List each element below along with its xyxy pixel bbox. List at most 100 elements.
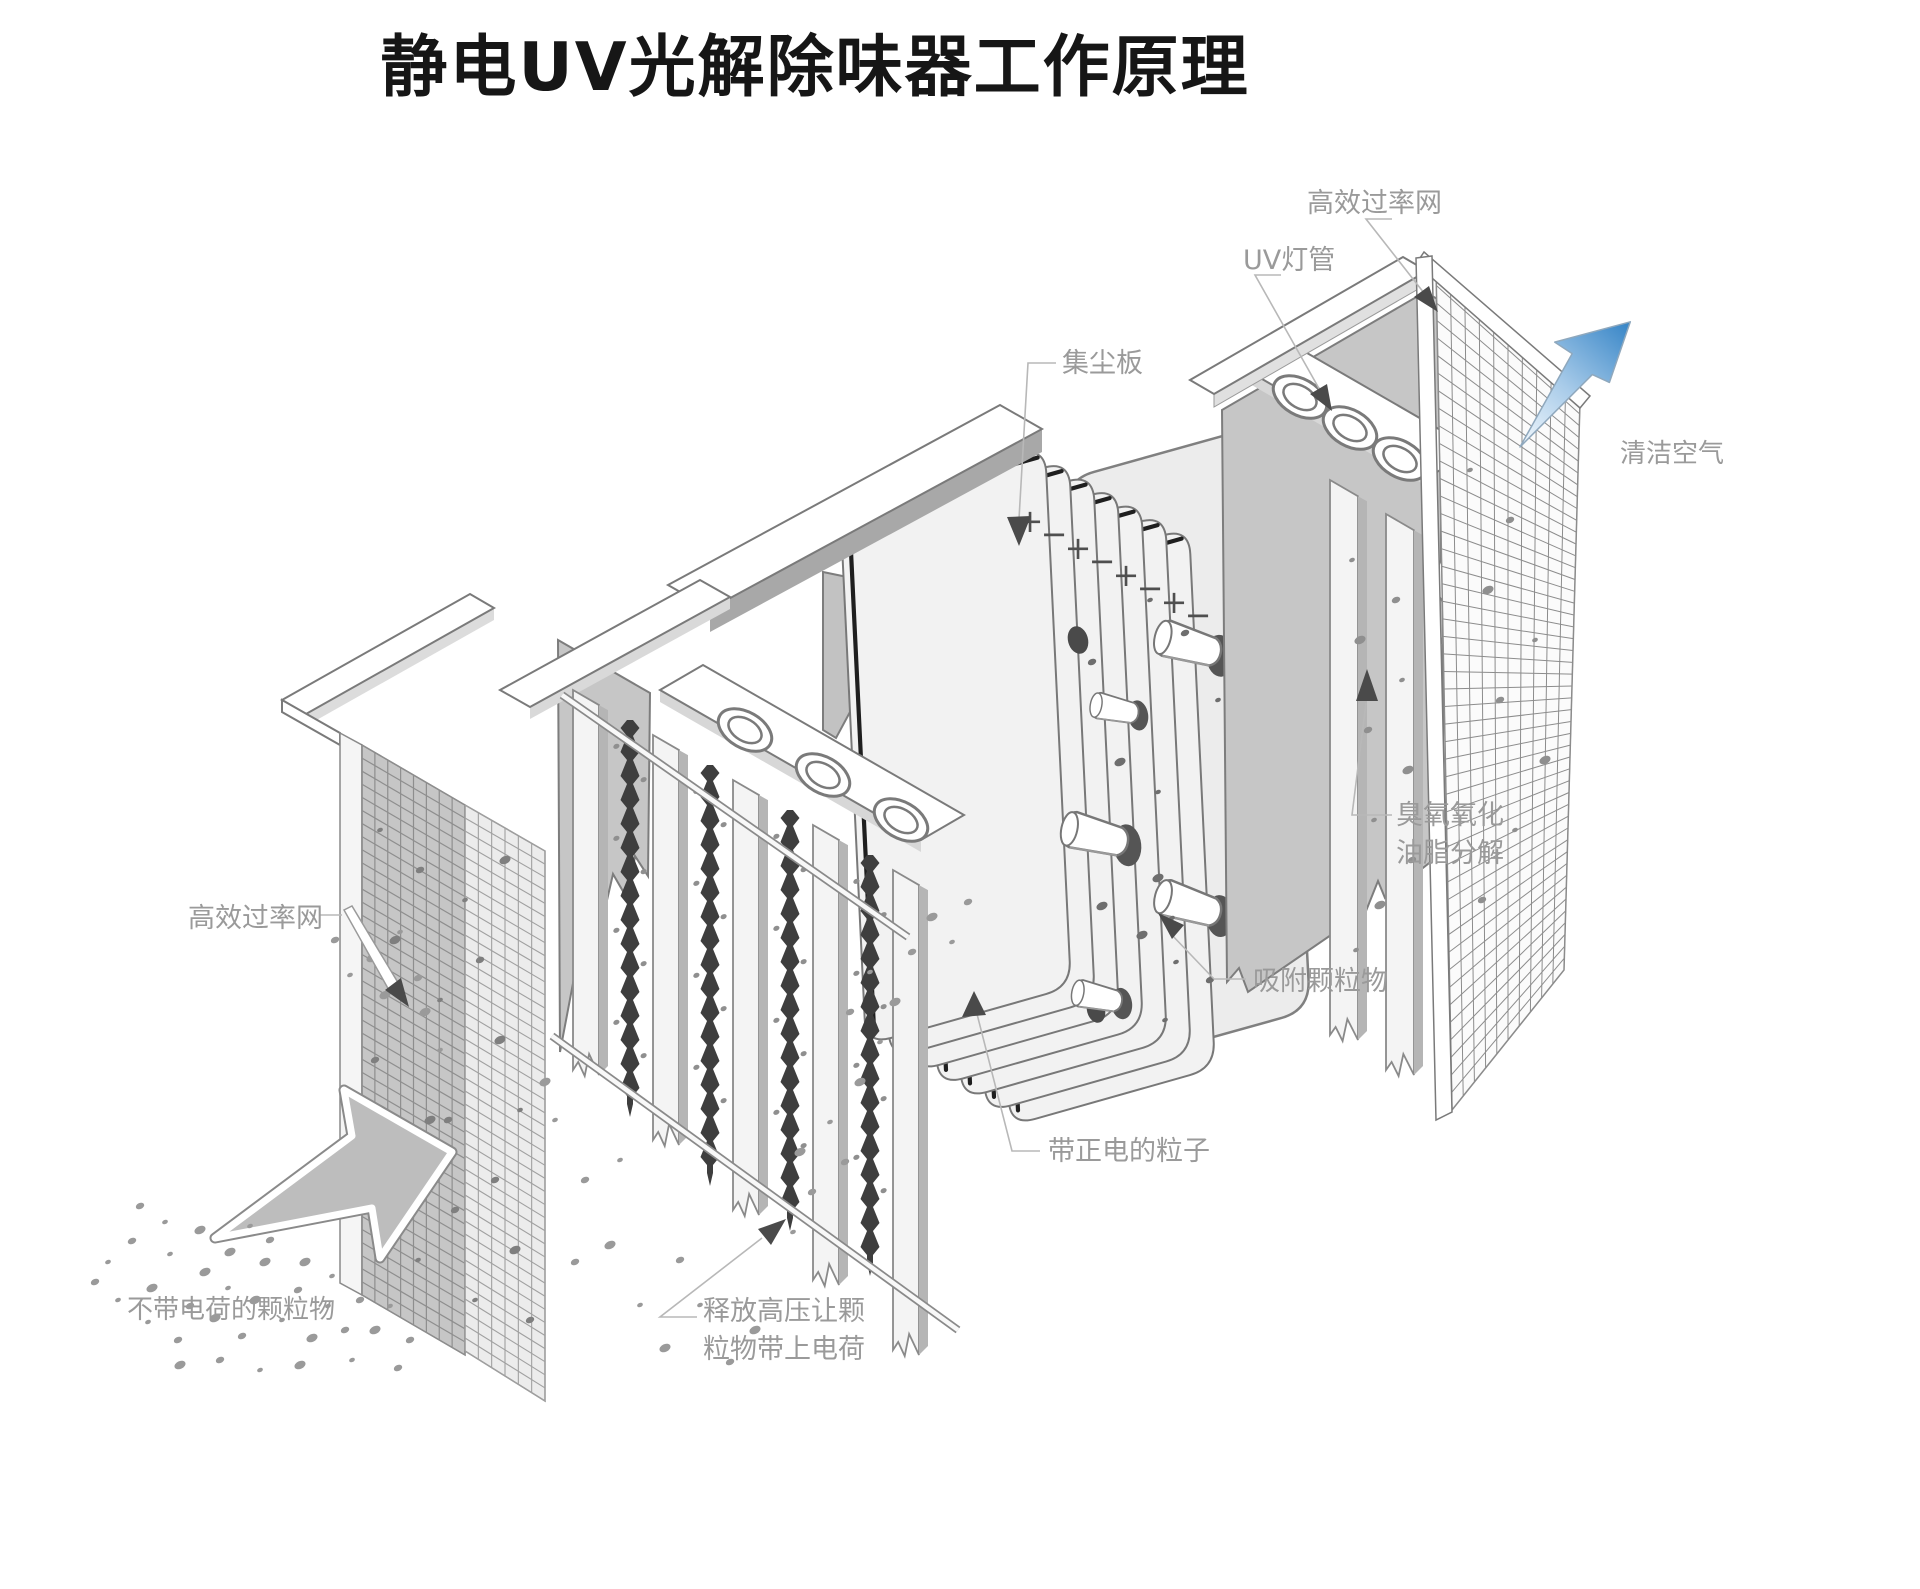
dust-particle — [1087, 658, 1097, 666]
dust-particle — [926, 912, 938, 922]
ion-particles — [613, 743, 887, 1194]
ionizer-channels — [572, 688, 928, 1359]
dust-particle — [1467, 467, 1473, 473]
dust-particle — [167, 1251, 173, 1257]
dust-particle — [405, 1336, 415, 1344]
channel-side — [839, 840, 848, 1285]
dust-particle — [845, 1008, 855, 1016]
dust-particle — [225, 1285, 231, 1291]
dust-particle — [1349, 557, 1355, 563]
channel-strip — [732, 778, 760, 1219]
mesh-grid-line — [1541, 375, 1552, 999]
frame-shadow — [306, 608, 494, 726]
channel-strip — [1329, 478, 1359, 1044]
dust-particle — [1096, 901, 1108, 911]
ion-dot — [640, 777, 647, 783]
channel-side — [1358, 496, 1367, 1040]
ion-dot — [613, 743, 620, 749]
high-voltage-rods — [549, 691, 961, 1334]
dust-particle — [237, 1332, 247, 1340]
dust-particle — [637, 1302, 643, 1308]
mesh-grid-line — [1518, 348, 1523, 1027]
dust-particle — [1155, 789, 1161, 795]
dust-particle — [419, 1007, 431, 1017]
dust-particle — [949, 939, 955, 945]
dust-particle — [570, 1258, 580, 1266]
dust-particle — [1363, 726, 1373, 734]
charge-sign: + — [1161, 583, 1188, 621]
dust-particle — [867, 969, 873, 975]
dust-particle — [415, 1257, 421, 1263]
channel-side — [599, 705, 608, 1075]
dust-particle — [199, 1267, 211, 1277]
label-discharge-1: 释放高压让颗 — [703, 1296, 865, 1327]
dust-particle — [1539, 755, 1551, 765]
dust-particle — [135, 1202, 145, 1210]
uncharged-dust-cluster — [90, 929, 443, 1373]
dust-particle — [1173, 959, 1179, 965]
charged-dust-trail — [790, 898, 973, 1235]
ion-dot — [693, 880, 700, 886]
dust-particle — [963, 898, 973, 906]
mesh-grid-line — [1529, 361, 1538, 1013]
ion-dot — [773, 833, 780, 839]
leader-positive — [976, 1013, 1040, 1152]
dust-particle — [247, 1223, 253, 1229]
dust-particle — [659, 1343, 671, 1353]
dust-particle — [1477, 896, 1487, 904]
ion-dot — [853, 1062, 860, 1068]
mesh-grid-line — [1563, 401, 1581, 971]
frame-beam — [279, 592, 497, 716]
ion-dot — [613, 927, 620, 933]
mesh-grid-line — [1552, 388, 1567, 985]
dust-particle — [1512, 827, 1518, 833]
channel-side — [759, 795, 768, 1215]
dust-particle — [329, 1273, 335, 1279]
dust-particle — [1205, 976, 1215, 984]
dust-particle — [194, 1225, 206, 1235]
dust-particle — [1215, 697, 1221, 703]
charge-sign: − — [1089, 542, 1116, 580]
dust-particle — [389, 935, 401, 945]
ion-dot — [773, 925, 780, 931]
hepa-speckles — [1467, 467, 1551, 904]
dust-particle — [749, 1325, 761, 1335]
corona-electrodes — [620, 720, 880, 1276]
channel-strip — [812, 823, 840, 1289]
dust-particle — [475, 956, 485, 964]
pointer-icon — [962, 991, 986, 1017]
dust-particle — [889, 997, 901, 1007]
ion-dot — [640, 1053, 647, 1059]
pointer-icon — [1007, 516, 1031, 546]
ion-dot — [773, 1017, 780, 1023]
ion-dot — [613, 835, 620, 841]
ionizer-ring-bar — [658, 663, 966, 852]
leader-adsorb — [1169, 932, 1246, 980]
dust-particle — [1353, 947, 1359, 953]
dust-particle — [185, 1302, 195, 1310]
dust-particle — [1391, 596, 1401, 604]
ion-dot — [880, 1004, 887, 1010]
dust-particle — [1505, 516, 1515, 524]
dust-particle — [369, 1325, 381, 1335]
dust-particle — [604, 1240, 616, 1250]
corona-electrode — [780, 810, 800, 1231]
ion-dot — [773, 1109, 780, 1115]
uv-section — [1220, 290, 1477, 1079]
channel-strip — [572, 688, 600, 1079]
dust-particle — [1371, 817, 1377, 823]
dust-particle — [1399, 677, 1405, 683]
pointer-icon — [385, 978, 409, 1007]
ion-dot — [853, 970, 860, 976]
charge-sign: + — [1065, 529, 1092, 567]
label-uncharged: 不带电荷的颗粒物 — [127, 1295, 335, 1325]
beam-shadow — [530, 597, 730, 719]
label-ozone-2: 油脂分解 — [1396, 838, 1504, 869]
dust-particle — [393, 1364, 403, 1372]
mesh-grid-line — [1493, 321, 1498, 1055]
leader-uv-lamp — [1253, 274, 1322, 393]
dust-particle — [697, 1302, 703, 1308]
dust-particle — [413, 974, 423, 982]
